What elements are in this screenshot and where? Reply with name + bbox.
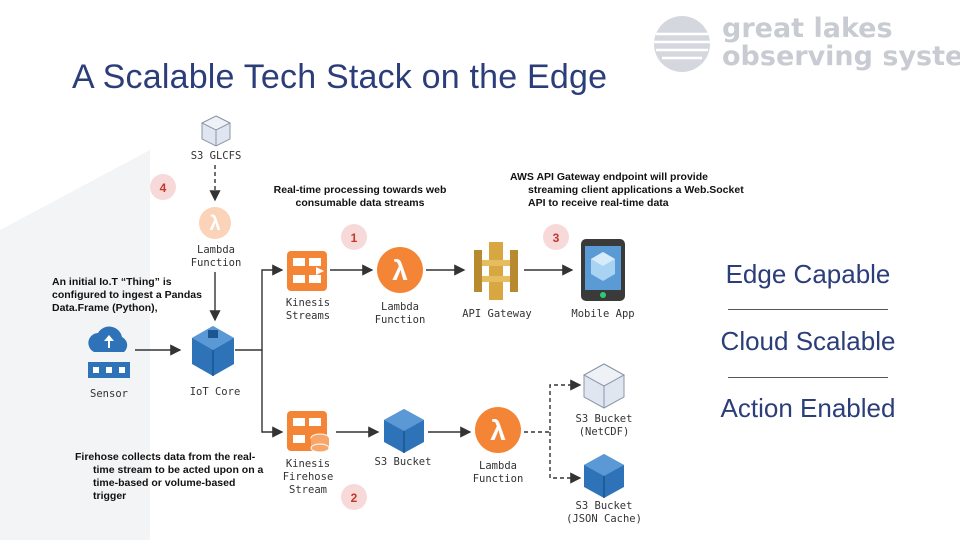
step-3-badge: 3	[543, 224, 569, 250]
s3-glcfs-icon	[200, 115, 232, 147]
lambda-function-mid-label: Lambda Function	[374, 301, 426, 326]
background-shape	[0, 150, 150, 540]
mobile-app-label: Mobile App	[571, 308, 635, 320]
api-gateway-label: API Gateway	[462, 308, 532, 320]
s3-json-cache-label: S3 Bucket (JSON Cache)	[566, 500, 642, 525]
page-title: A Scalable Tech Stack on the Edge	[72, 58, 608, 96]
note-firehose: Firehose collects data from the real- ti…	[75, 451, 264, 502]
svg-text:λ: λ	[392, 255, 408, 286]
lambda-function-bottom-label: Lambda Function	[472, 460, 524, 485]
kinesis-streams-label: Kinesis Streams	[285, 297, 331, 322]
lambda-function-top-icon: λ	[199, 207, 231, 239]
lambda-function-top-label: Lambda Function	[190, 244, 242, 269]
kinesis-streams-icon	[287, 251, 327, 291]
s3-glcfs-label: S3 GLCFS	[190, 150, 242, 162]
s3-json-cache-icon	[584, 454, 624, 498]
api-gateway-icon	[474, 242, 518, 300]
note-api-gateway: AWS API Gateway endpoint will provide st…	[510, 171, 744, 209]
s3-netcdf-label: S3 Bucket (NetCDF)	[575, 413, 633, 438]
iot-core-icon	[192, 326, 234, 376]
divider-2	[728, 377, 888, 378]
logo-line-1: great lakes	[722, 13, 893, 44]
iot-core-label: IoT Core	[189, 386, 241, 398]
logo-line-2: observing system	[722, 41, 960, 72]
kinesis-firehose-label: Kinesis Firehose Stream	[282, 458, 334, 496]
lambda-function-mid-icon: λ	[377, 247, 423, 293]
heading-action-enabled: Action Enabled	[720, 393, 896, 423]
sensor-icon	[88, 326, 130, 378]
s3-bucket-label: S3 Bucket	[374, 456, 432, 468]
svg-text:λ: λ	[490, 415, 506, 446]
svg-text:3: 3	[553, 231, 560, 245]
step-2-badge: 2	[341, 484, 367, 510]
mobile-app-icon	[581, 239, 625, 301]
svg-text:1: 1	[351, 231, 358, 245]
s3-bucket-icon	[384, 409, 424, 453]
lambda-function-bottom-icon: λ	[475, 407, 521, 453]
svg-text:4: 4	[160, 181, 167, 195]
svg-text:λ: λ	[209, 213, 220, 235]
step-4-badge: 4	[150, 174, 176, 200]
logo-mark-icon	[654, 16, 710, 72]
sensor-label: Sensor	[90, 388, 128, 400]
step-1-badge: 1	[341, 224, 367, 250]
heading-edge-capable: Edge Capable	[725, 259, 891, 289]
heading-cloud-scalable: Cloud Scalable	[720, 326, 896, 356]
kinesis-firehose-icon	[287, 411, 330, 452]
s3-netcdf-icon	[582, 363, 626, 409]
note-iot-thing: An initial Io.T “Thing” is configured to…	[52, 276, 202, 314]
svg-text:2: 2	[351, 491, 358, 505]
note-realtime: Real-time processing towards web consuma…	[273, 184, 447, 209]
divider-1	[728, 309, 888, 310]
